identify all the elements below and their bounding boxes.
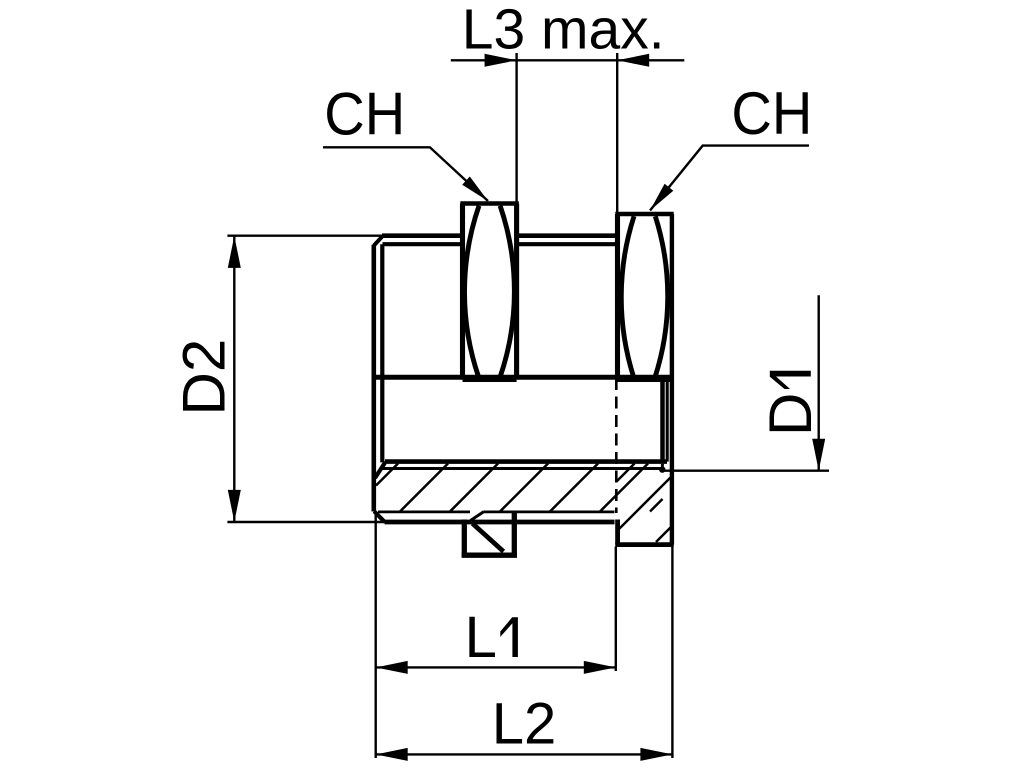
- svg-text:CH: CH: [731, 80, 812, 147]
- svg-text:L3 max.: L3 max.: [462, 0, 665, 62]
- svg-text:D: D: [757, 393, 824, 436]
- svg-text:L2: L2: [492, 691, 557, 756]
- svg-text:D2: D2: [171, 339, 238, 416]
- svg-text:CH: CH: [324, 81, 405, 148]
- svg-text:L: L: [465, 605, 497, 670]
